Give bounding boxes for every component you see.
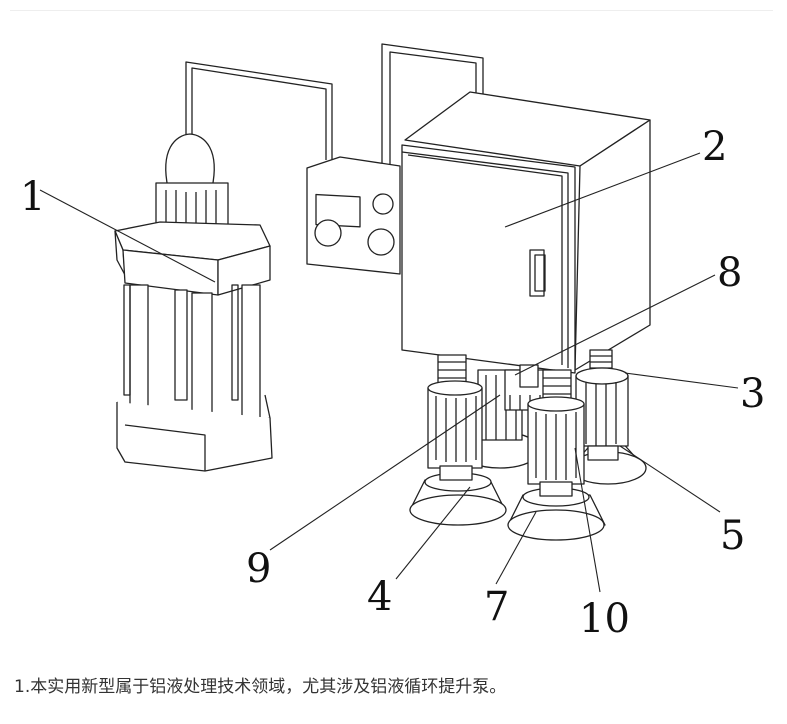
caption-paragraph: 1.本实用新型属于铝液处理技术领域，尤其涉及铝液循环提升泵。 — [14, 677, 507, 697]
label-7: 7 — [484, 584, 509, 630]
patent-drawing: 1 2 3 4 5 7 8 9 10 — [0, 20, 787, 660]
main-cabinet — [401, 91, 651, 374]
control-box — [306, 156, 401, 275]
label-1: 1 — [20, 174, 45, 220]
pump-assembly-front-left — [409, 354, 507, 526]
label-8: 8 — [717, 250, 742, 296]
label-5: 5 — [720, 513, 745, 559]
label-3: 3 — [740, 371, 765, 417]
pump-assembly-front-right — [507, 369, 606, 541]
top-divider — [10, 10, 773, 11]
leader-lines — [39, 152, 739, 593]
pipe-right — [381, 43, 484, 168]
filter-cylinder — [114, 133, 273, 472]
label-4: 4 — [367, 574, 392, 620]
label-2: 2 — [702, 124, 727, 170]
pump-assembly-back-right — [569, 349, 647, 485]
label-9: 9 — [246, 546, 271, 592]
pipe-left — [185, 61, 333, 160]
label-10: 10 — [579, 596, 630, 642]
